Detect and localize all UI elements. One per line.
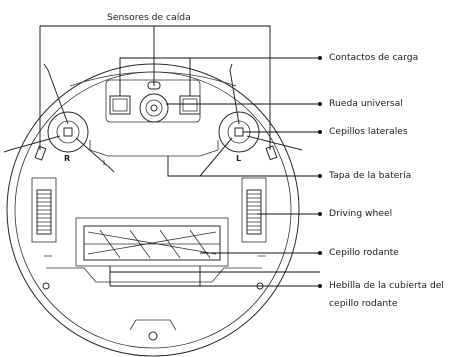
label-brush-cover-buckle-line2: cepillo rodante <box>329 298 398 309</box>
driving-wheel-left <box>31 177 57 243</box>
cliff-sensor-left <box>34 145 47 161</box>
label-cliff-sensors: Sensores de caída <box>107 12 191 23</box>
brush-mark-r: R <box>64 154 71 163</box>
universal-wheel <box>139 93 169 123</box>
front-bumper-arc <box>69 71 237 87</box>
vacuum-outer-shell <box>6 63 300 357</box>
label-driving-wheel: Driving wheel <box>329 208 393 219</box>
screw-left <box>42 282 50 290</box>
label-rolling-brush: Cepillo rodante <box>329 247 399 258</box>
driving-wheel-right <box>241 177 267 243</box>
rear-bumper-line <box>46 267 262 283</box>
battery-cover <box>89 140 219 157</box>
side-brush-left <box>199 63 303 177</box>
rolling-brush <box>83 225 221 261</box>
label-brush-cover-buckle-line1: Hebilla de la cubierta del <box>329 280 444 291</box>
rolling-brush-cover <box>75 217 229 267</box>
label-battery-cover: Tapa de la batería <box>329 170 412 181</box>
brush-mark-l: L <box>236 154 242 163</box>
side-brush-right <box>3 63 115 173</box>
label-charging-contacts: Contactos de carga <box>329 52 419 63</box>
cliff-sensor-right <box>265 145 278 161</box>
label-universal-wheel: Rueda universal <box>329 98 403 109</box>
rear-notch <box>129 319 177 331</box>
label-side-brushes: Cepillos laterales <box>329 126 408 137</box>
